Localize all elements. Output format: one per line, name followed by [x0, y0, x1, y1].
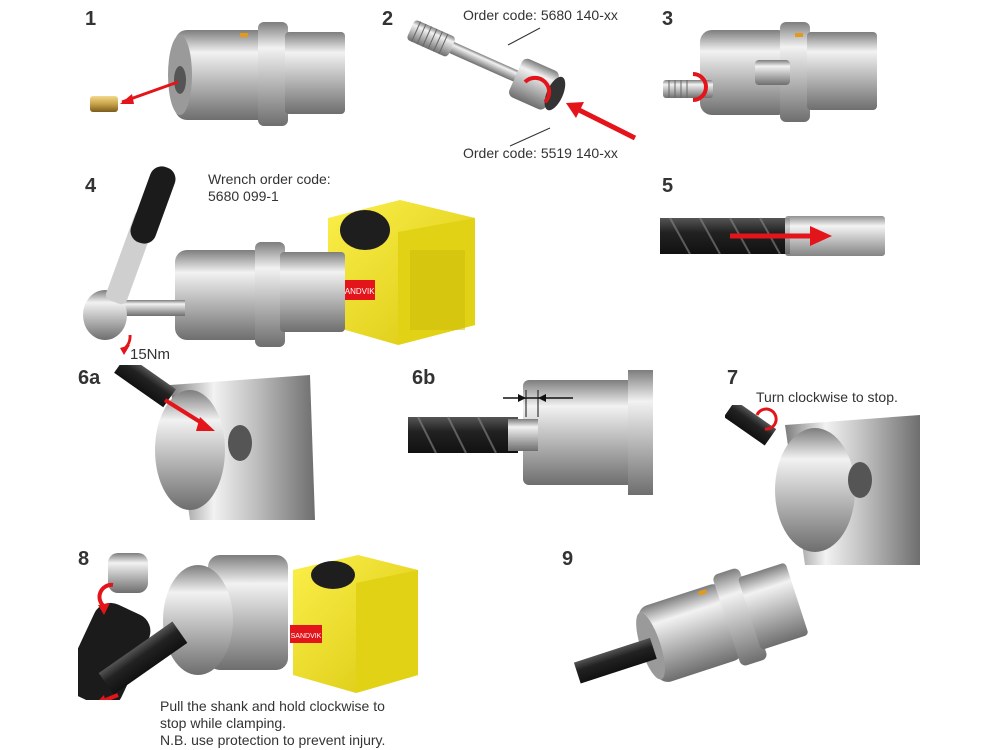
step-1-illustration — [80, 10, 360, 130]
step-4-wrench-order-label: Wrench order code: — [208, 171, 331, 187]
step-3-number: 3 — [662, 8, 674, 30]
step-8-instruction-line1: Pull the shank and hold clockwise to — [160, 698, 385, 714]
sandvik-badge — [340, 280, 375, 300]
insert-arrow — [120, 94, 134, 104]
torque-arrow — [120, 345, 130, 355]
step-8-number: 8 — [78, 548, 90, 570]
step-4-illustration: SANDVIK — [80, 160, 510, 370]
insert-arrow — [810, 226, 832, 246]
rotate-arrow — [98, 603, 110, 615]
step-2-order-code-top: Order code: 5680 140-xx — [463, 7, 618, 23]
rotate-arrow — [523, 75, 552, 104]
step-5-illustration — [660, 210, 900, 265]
step-7-instruction: Turn clockwise to stop. — [756, 389, 898, 405]
step-8-illustration: SANDVIK — [78, 545, 468, 700]
knurled-grip — [407, 20, 455, 57]
step-5-number: 5 — [662, 175, 674, 197]
step-7-illustration — [725, 405, 925, 570]
step-6b-illustration — [408, 365, 658, 505]
step-4-torque: 15Nm — [130, 346, 171, 363]
end-mill — [114, 365, 176, 408]
brass-stop-screw — [90, 96, 118, 112]
step-7-number: 7 — [727, 367, 739, 389]
wrench-handle — [130, 166, 176, 244]
step-4-wrench-order-code: 5680 099-1 — [208, 188, 279, 204]
end-mill — [573, 637, 657, 684]
step-2-order-code-bottom: Order code: 5519 140-xx — [463, 145, 618, 161]
sandvik-label: SANDVIK — [291, 633, 322, 640]
end-mill — [98, 621, 188, 695]
step-6a-number: 6a — [78, 367, 101, 389]
step-8-warning: N.B. use protection to prevent injury. — [160, 732, 386, 748]
step-6a-illustration — [110, 365, 320, 525]
end-mill — [725, 405, 777, 446]
step-9-number: 9 — [562, 548, 574, 570]
sandvik-badge — [290, 625, 322, 643]
rotate-arrow — [692, 72, 708, 102]
rotate-arrow — [755, 407, 778, 431]
push-arrow — [566, 102, 584, 118]
step-9-illustration — [560, 560, 810, 710]
step-2-illustration — [400, 10, 650, 150]
pull-arrow — [99, 695, 105, 700]
collet-chuck-body — [175, 30, 270, 120]
step-6b-number: 6b — [412, 367, 436, 389]
step-3-illustration — [655, 10, 895, 125]
sandvik-label: SANDVIK — [339, 287, 375, 296]
step-2-number: 2 — [382, 8, 394, 30]
step-8-instruction-line2: stop while clamping. — [160, 715, 287, 731]
step-4-number: 4 — [85, 175, 97, 197]
step-1-number: 1 — [85, 8, 97, 30]
